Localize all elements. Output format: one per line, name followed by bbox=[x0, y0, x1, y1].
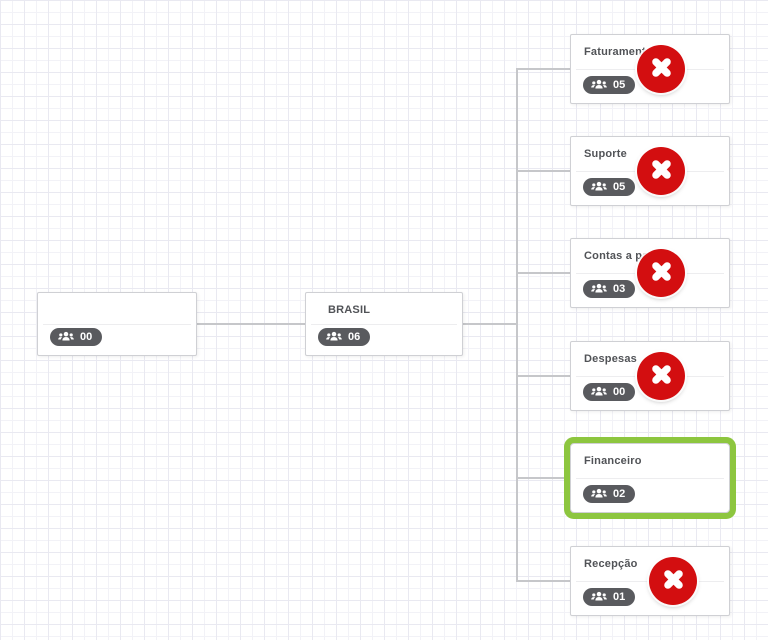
node-divider bbox=[576, 478, 724, 479]
connector-branch-financeiro bbox=[516, 477, 570, 479]
users-icon bbox=[326, 331, 342, 343]
node-suporte[interactable]: Suporte 05 bbox=[570, 136, 730, 206]
node-divider bbox=[43, 324, 191, 325]
delete-node-button[interactable] bbox=[637, 147, 685, 195]
connector-branch-faturamento bbox=[516, 68, 570, 70]
connector-trunk bbox=[516, 68, 518, 582]
member-count: 06 bbox=[348, 330, 361, 343]
node-root[interactable]: 00 bbox=[37, 292, 197, 356]
users-icon bbox=[591, 386, 607, 398]
close-x-icon bbox=[648, 54, 675, 84]
member-count-badge: 01 bbox=[583, 588, 636, 606]
users-icon bbox=[591, 181, 607, 193]
node-title: Financeiro bbox=[584, 455, 642, 467]
member-count-badge: 00 bbox=[583, 383, 636, 401]
member-count: 02 bbox=[613, 487, 626, 500]
close-x-icon bbox=[660, 566, 687, 596]
users-icon bbox=[58, 331, 74, 343]
users-icon bbox=[591, 79, 607, 91]
close-x-icon bbox=[648, 156, 675, 186]
node-recepcao[interactable]: Recepção 01 bbox=[570, 546, 730, 616]
close-x-icon bbox=[648, 361, 675, 391]
node-despesas[interactable]: Despesas 00 bbox=[570, 341, 730, 411]
member-count-badge: 05 bbox=[583, 76, 636, 94]
node-title: BRASIL bbox=[328, 304, 371, 316]
node-divider bbox=[311, 324, 457, 325]
member-count-badge: 05 bbox=[583, 178, 636, 196]
users-icon bbox=[591, 488, 607, 500]
node-contas-a-pagar[interactable]: Contas a pagar 03 bbox=[570, 238, 730, 308]
node-financeiro[interactable]: Financeiro 02 bbox=[570, 443, 730, 513]
member-count-badge: 06 bbox=[318, 328, 371, 346]
connector-brasil-trunk bbox=[463, 323, 516, 325]
member-count: 03 bbox=[613, 282, 626, 295]
delete-node-button[interactable] bbox=[649, 557, 697, 605]
users-icon bbox=[591, 591, 607, 603]
member-count: 05 bbox=[613, 180, 626, 193]
node-title: Suporte bbox=[584, 148, 627, 160]
member-count: 00 bbox=[80, 330, 93, 343]
member-count-badge: 03 bbox=[583, 280, 636, 298]
connector-branch-despesas bbox=[516, 375, 570, 377]
node-brasil[interactable]: BRASIL 06 bbox=[305, 292, 463, 356]
connector-root-brasil bbox=[197, 323, 305, 325]
node-faturamento[interactable]: Faturamento 05 bbox=[570, 34, 730, 104]
delete-node-button[interactable] bbox=[637, 249, 685, 297]
member-count: 00 bbox=[613, 385, 626, 398]
connector-branch-recepcao bbox=[516, 580, 570, 582]
users-icon bbox=[591, 283, 607, 295]
member-count: 01 bbox=[613, 590, 626, 603]
delete-node-button[interactable] bbox=[637, 352, 685, 400]
node-title: Faturamento bbox=[584, 46, 653, 58]
close-x-icon bbox=[648, 258, 675, 288]
member-count-badge: 02 bbox=[583, 485, 636, 503]
member-count: 05 bbox=[613, 78, 626, 91]
connector-branch-suporte bbox=[516, 170, 570, 172]
member-count-badge: 00 bbox=[50, 328, 103, 346]
connector-branch-contas bbox=[516, 272, 570, 274]
node-title: Recepção bbox=[584, 558, 638, 570]
delete-node-button[interactable] bbox=[637, 45, 685, 93]
node-title: Despesas bbox=[584, 353, 637, 365]
